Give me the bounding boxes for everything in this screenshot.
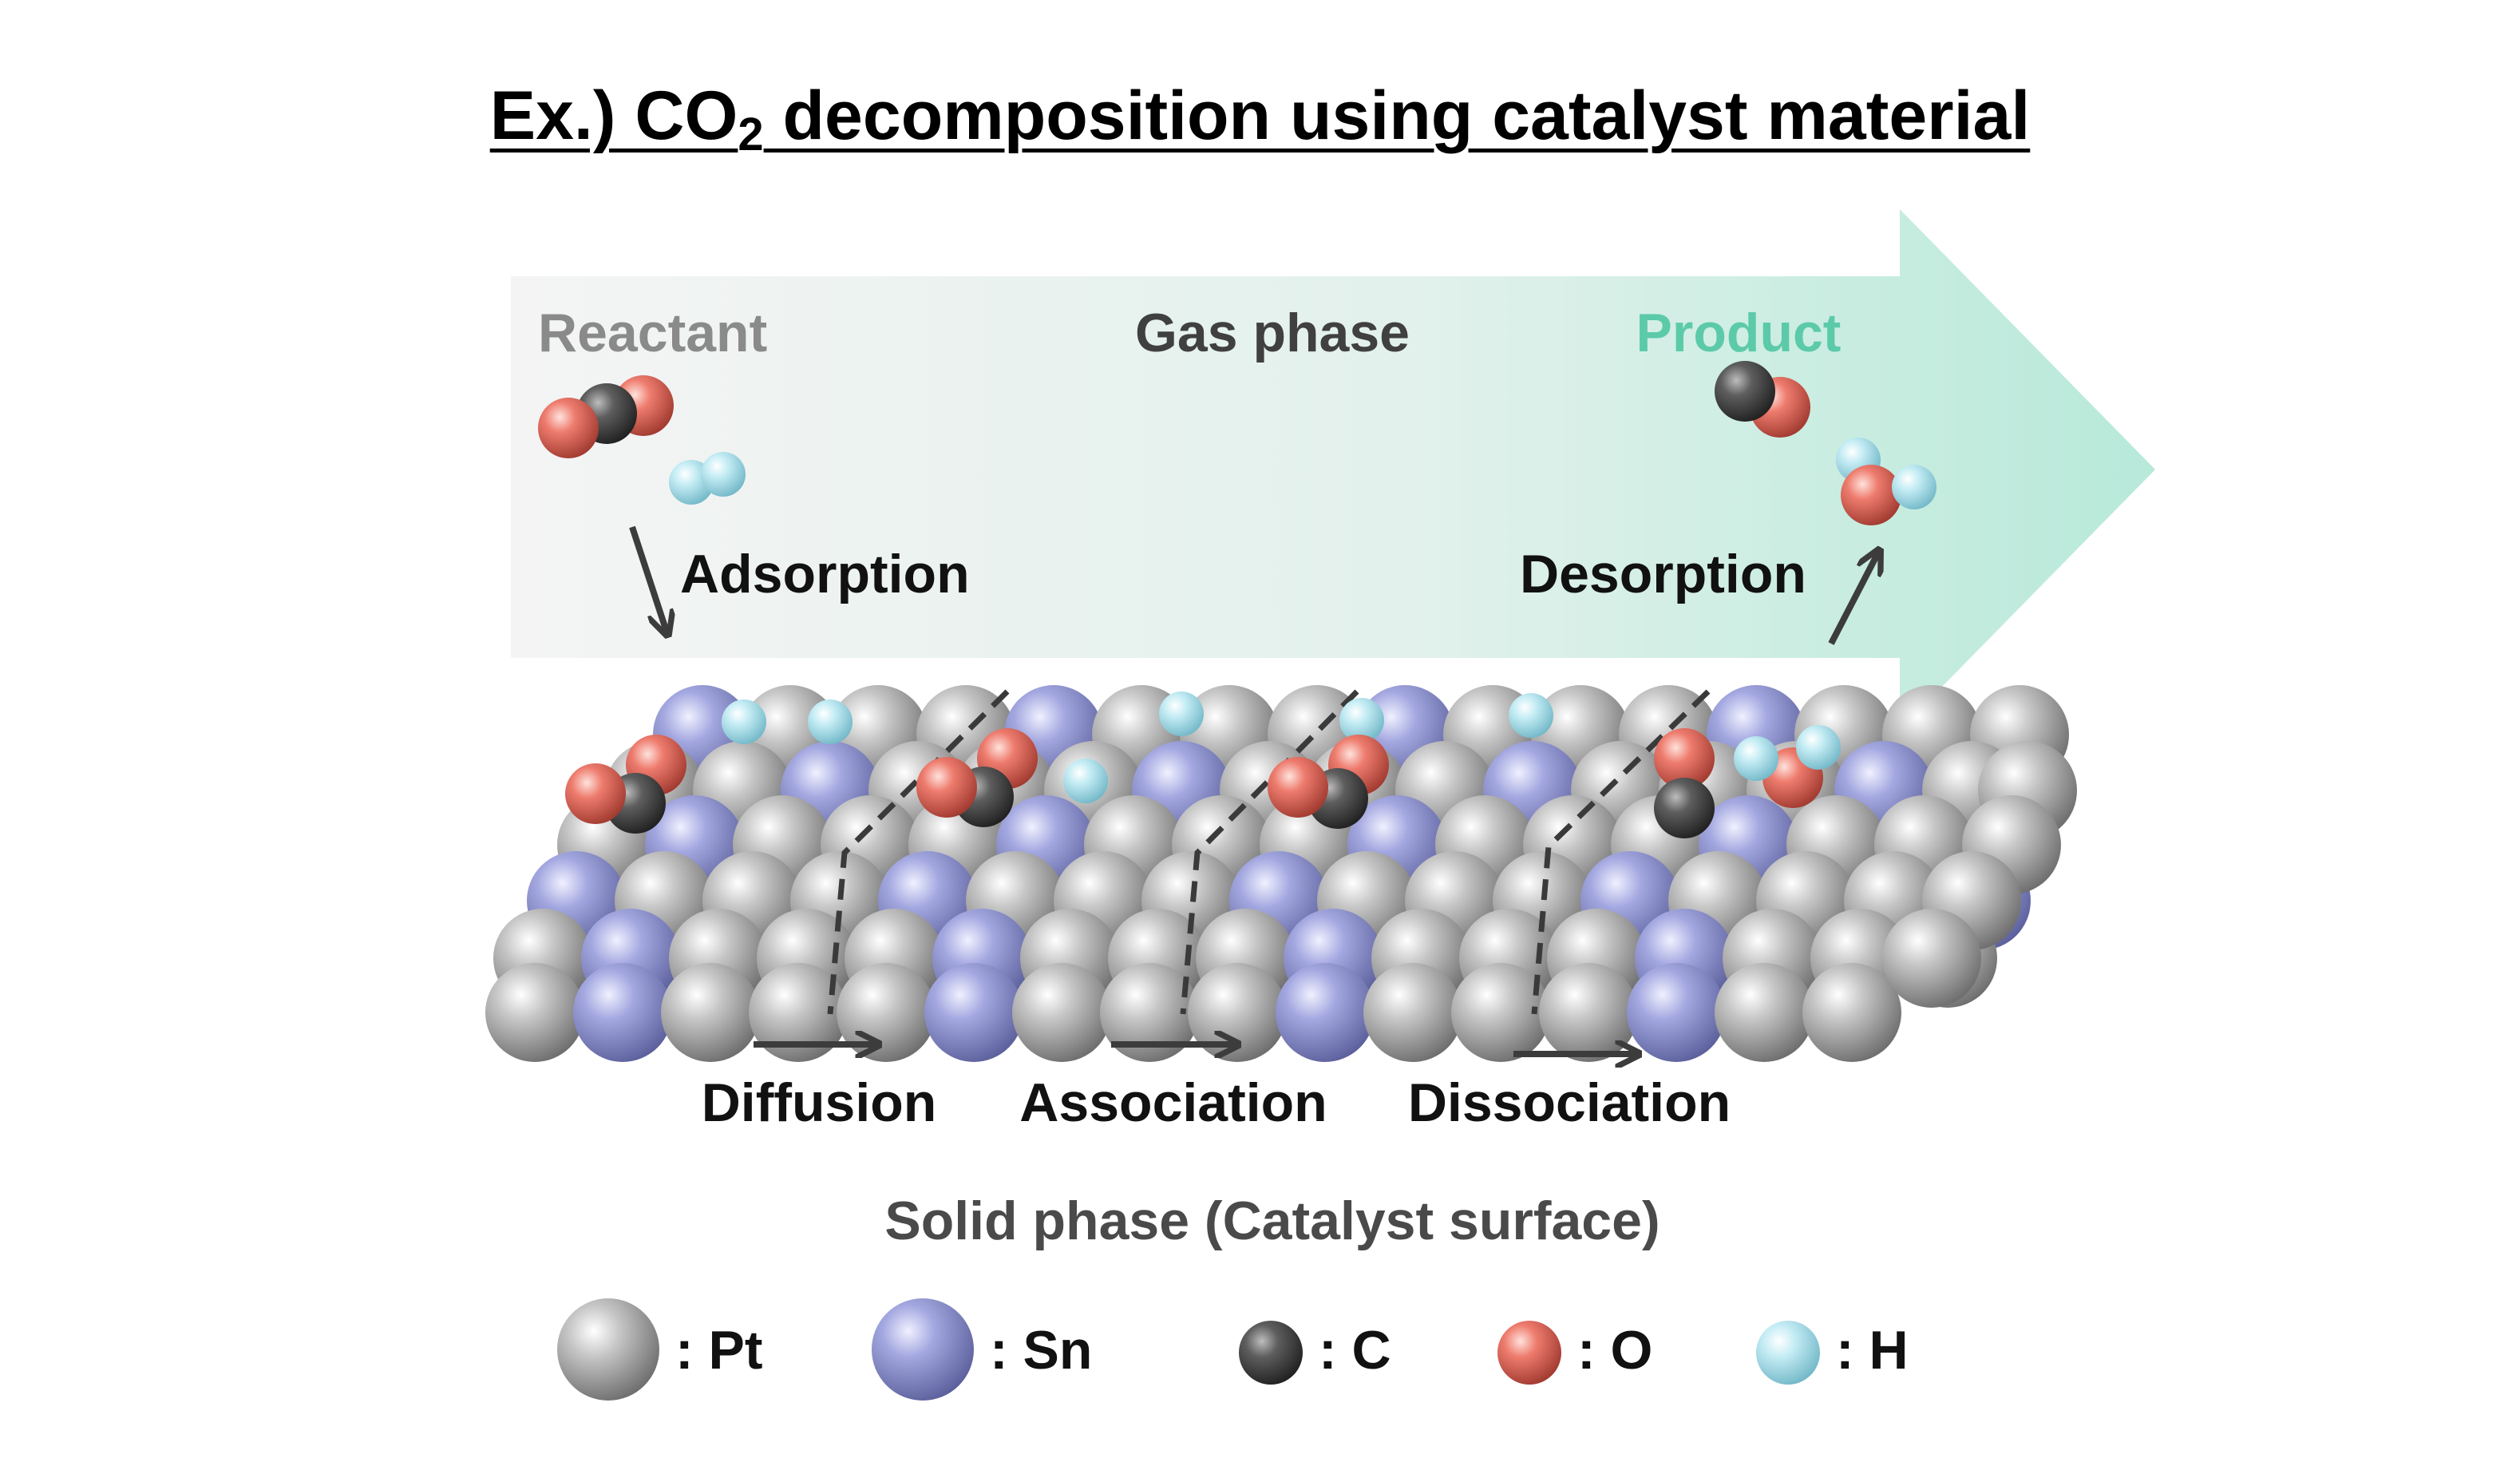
adsorbed-molecules xyxy=(565,691,1841,838)
dissociation-label: Dissociation xyxy=(1408,1072,1731,1133)
o-adsorbate xyxy=(916,757,977,818)
h-adsorbate xyxy=(1063,759,1108,803)
divider-3 xyxy=(1531,689,1711,1015)
pt-atom xyxy=(1802,963,1901,1062)
figure-title: Ex.) CO2 decomposition using catalyst ma… xyxy=(0,77,2520,158)
legend-c-label: : C xyxy=(1319,1320,1391,1381)
h-adsorbate xyxy=(808,699,853,744)
o-atom xyxy=(538,398,599,458)
h-adsorbate xyxy=(1159,691,1204,736)
pt-atom xyxy=(1715,963,1814,1062)
pt-atom xyxy=(749,963,848,1062)
pt-atom xyxy=(661,963,760,1062)
legend-sn-sphere xyxy=(872,1298,974,1401)
step-dividers xyxy=(827,689,1711,1015)
legend-sn-label: : Sn xyxy=(990,1320,1092,1381)
title-subscript: 2 xyxy=(738,109,764,160)
pt-atom xyxy=(1539,963,1638,1062)
h-atom xyxy=(1892,465,1936,509)
reactant-label: Reactant xyxy=(538,303,767,363)
product-label: Product xyxy=(1636,303,1842,363)
atom-legend: : Pt : Sn : C : O : H xyxy=(557,1298,1909,1401)
o-adsorbate xyxy=(565,763,626,824)
title-part-1: Ex.) CO xyxy=(489,77,738,154)
adsorption-label: Adsorption xyxy=(680,544,970,604)
title-part-2: decomposition using catalyst material xyxy=(763,77,2031,154)
legend-c-sphere xyxy=(1239,1321,1303,1385)
pt-atom xyxy=(1188,963,1287,1062)
h-adsorbate xyxy=(1796,725,1841,770)
o-atom xyxy=(1841,465,1901,525)
adsorption-arrow xyxy=(629,525,667,634)
sn-atom xyxy=(1627,963,1726,1062)
h-adsorbate xyxy=(722,699,766,744)
sn-atom xyxy=(1276,963,1375,1062)
pt-atom xyxy=(485,963,584,1062)
pt-atom xyxy=(1012,963,1111,1062)
diffusion-label: Diffusion xyxy=(702,1072,937,1133)
gas-phase-label: Gas phase xyxy=(1135,303,1410,363)
association-label: Association xyxy=(1019,1072,1327,1133)
legend-h-label: : H xyxy=(1836,1320,1909,1381)
c-atom xyxy=(1715,361,1775,422)
o-adsorbate xyxy=(1268,757,1328,818)
sn-atom xyxy=(573,963,672,1062)
h-atom xyxy=(701,452,746,497)
h-adsorbate xyxy=(1509,693,1553,738)
divider-2 xyxy=(1180,689,1359,1015)
sn-atom xyxy=(924,963,1023,1062)
solid-phase-label: Solid phase (Catalyst surface) xyxy=(884,1191,1660,1251)
legend-pt-sphere xyxy=(557,1298,659,1401)
pt-atom xyxy=(1451,963,1550,1062)
pt-atom xyxy=(1100,963,1199,1062)
h-adsorbate xyxy=(1339,698,1384,743)
divider-1 xyxy=(827,689,1010,1015)
gas-phase-arrow xyxy=(511,209,2155,730)
pt-atom xyxy=(1363,963,1462,1062)
o-adsorbate xyxy=(1654,728,1715,789)
pt-atom xyxy=(1882,909,1981,1008)
legend-o-sphere xyxy=(1497,1321,1561,1385)
legend-pt-label: : Pt xyxy=(675,1320,763,1381)
legend-h-sphere xyxy=(1756,1321,1820,1385)
gas-phase-molecules xyxy=(538,361,1936,525)
catalyst-surface xyxy=(485,685,2077,1062)
h-adsorbate xyxy=(1734,736,1778,781)
desorption-label: Desorption xyxy=(1520,544,1806,604)
legend-o-label: : O xyxy=(1577,1320,1652,1381)
desorption-arrow xyxy=(1828,551,1879,645)
c-adsorbate xyxy=(1654,778,1715,838)
